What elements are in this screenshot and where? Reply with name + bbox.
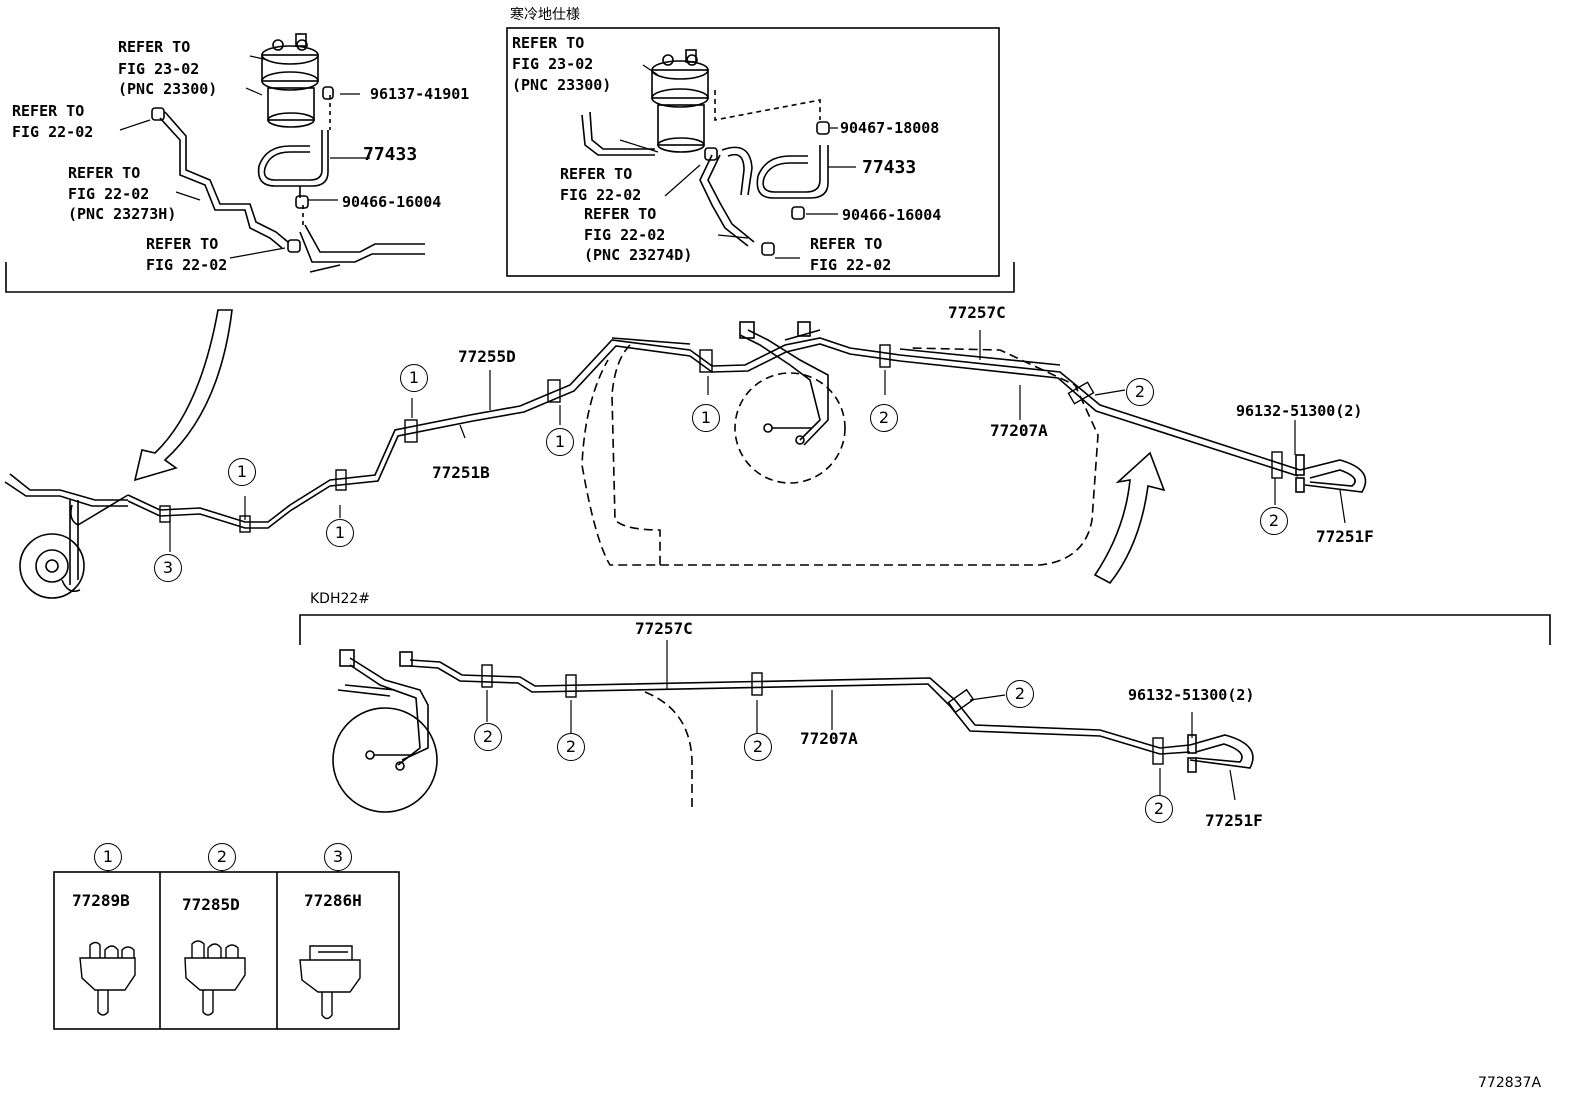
front-damper [4,473,129,599]
main-part-77255d: 77255D [458,347,516,366]
clamp-right-1 [791,206,805,220]
fuel-filter-left [261,33,319,128]
hose-77433-left [257,130,329,198]
tl-refer-hose-b-2: FIG 22-02 [68,185,150,203]
kdh-callout-2: 2 [1006,680,1034,708]
hose-left-long [159,111,289,249]
legend-num-1: 1 [94,843,122,871]
fuel-filter-right [651,49,709,153]
main-part-77207a: 77207A [990,421,1048,440]
tr-refer-fuel-filter-2: FIG 23-02 [512,55,594,73]
pipes-left-bottom [299,224,425,273]
tr-refer-hose-a-1: REFER TO [560,165,633,183]
hose-right-a [581,111,655,156]
legend-clip-2 [184,940,246,1016]
kdh-callout-2: 2 [744,733,772,761]
main-clamps [159,344,1283,533]
arrow-up-right [1093,451,1166,585]
tl-refer-fuel-filter-2: FIG 23-02 [118,60,200,78]
tl-refer-hose-c-1: REFER TO [146,235,219,253]
tr-part-hose: 77433 [862,157,917,178]
callout-1: 1 [228,458,256,486]
tl-part-hose: 77433 [363,144,418,165]
tr-title: 寒冷地仕様 [510,7,580,23]
main-part-96132: 96132-51300(2) [1236,402,1363,420]
kdh-loop [1187,734,1254,773]
top-left-bracket [5,262,1015,293]
clamp-left-1 [295,195,309,209]
hose-right-b [699,146,755,247]
hose-77433-right [756,145,829,199]
cold-dashed [714,90,821,121]
figure-id: 772837A [1478,1075,1542,1091]
legend-boxes [53,860,400,1030]
legend-clip-1 [79,941,136,1016]
tl-refer-hose-b-3: (PNC 23273H) [68,205,177,223]
callout-1: 1 [692,404,720,432]
kdh-pipes [409,659,1191,810]
main-pipes [127,329,1301,529]
cold-climate-box [506,27,1000,277]
tr-part-clamp: 90466-16004 [842,206,942,224]
kdh-callout-2: 2 [1145,795,1173,823]
legend-part-2: 77285D [182,895,240,914]
callout-1: 1 [546,428,574,456]
clip-left-3 [287,239,301,253]
tr-part-clip: 90467-18008 [840,119,940,137]
callout-2: 2 [1260,507,1288,535]
tl-refer-fuel-filter-3: (PNC 23300) [118,80,218,98]
tl-refer-hose-b-1: REFER TO [68,164,141,182]
tr-refer-hose-c-2: FIG 22-02 [810,256,892,274]
clip-left-2 [151,107,165,121]
callout-3: 3 [154,554,182,582]
arrow-down-left [133,309,233,482]
tl-refer-hose-a-2: FIG 22-02 [12,123,94,141]
tl-refer-fuel-filter-1: REFER TO [118,38,191,56]
tl-part-clamp: 90466-16004 [342,193,442,211]
kdh-callout-2: 2 [474,723,502,751]
kdh-part-96132: 96132-51300(2) [1128,686,1255,704]
tl-part-clip: 96137-41901 [370,85,470,103]
clip-right-1 [816,121,830,135]
tr-refer-hose-a-2: FIG 22-02 [560,186,642,204]
fuel-sender [734,321,846,484]
tr-refer-fuel-filter-3: (PNC 23300) [512,76,612,94]
rear-loop [1295,454,1367,493]
legend-num-2: 2 [208,843,236,871]
kdh-clamps [481,664,1164,765]
legend-part-1: 77289B [72,891,130,910]
leaders-top [119,55,856,259]
callout-1: 1 [400,364,428,392]
tr-refer-fuel-filter-1: REFER TO [512,34,585,52]
kdh-part-77257c: 77257C [635,619,693,638]
tank-outline [581,344,1099,566]
tr-refer-hose-b-1: REFER TO [584,205,657,223]
tr-refer-hose-b-2: FIG 22-02 [584,226,666,244]
callout-2: 2 [870,404,898,432]
kdh-part-77207a: 77207A [800,729,858,748]
tr-refer-hose-b-3: (PNC 23274D) [584,246,693,264]
main-part-77251b: 77251B [432,463,490,482]
kdh-leaders [486,640,1236,801]
main-part-77251f: 77251F [1316,527,1374,546]
legend-part-3: 77286H [304,891,362,910]
legend-num-3: 3 [324,843,352,871]
tr-refer-hose-c-1: REFER TO [810,235,883,253]
kdh-part-77251f: 77251F [1205,811,1263,830]
legend-clip-3 [299,945,361,1020]
main-leaders [169,330,1346,552]
clip-right-3 [761,242,775,256]
callout-1: 1 [326,519,354,547]
kdh-sender [332,649,438,813]
kdh-bracket [299,614,1551,645]
kdh-title: KDH22# [310,591,371,607]
kdh-callout-2: 2 [557,733,585,761]
clip-right-2 [704,147,718,161]
callout-2: 2 [1126,378,1154,406]
main-part-77257c: 77257C [948,303,1006,322]
tl-refer-hose-a-1: REFER TO [12,102,85,120]
tl-refer-hose-c-2: FIG 22-02 [146,256,228,274]
clip-left-1 [322,86,334,100]
